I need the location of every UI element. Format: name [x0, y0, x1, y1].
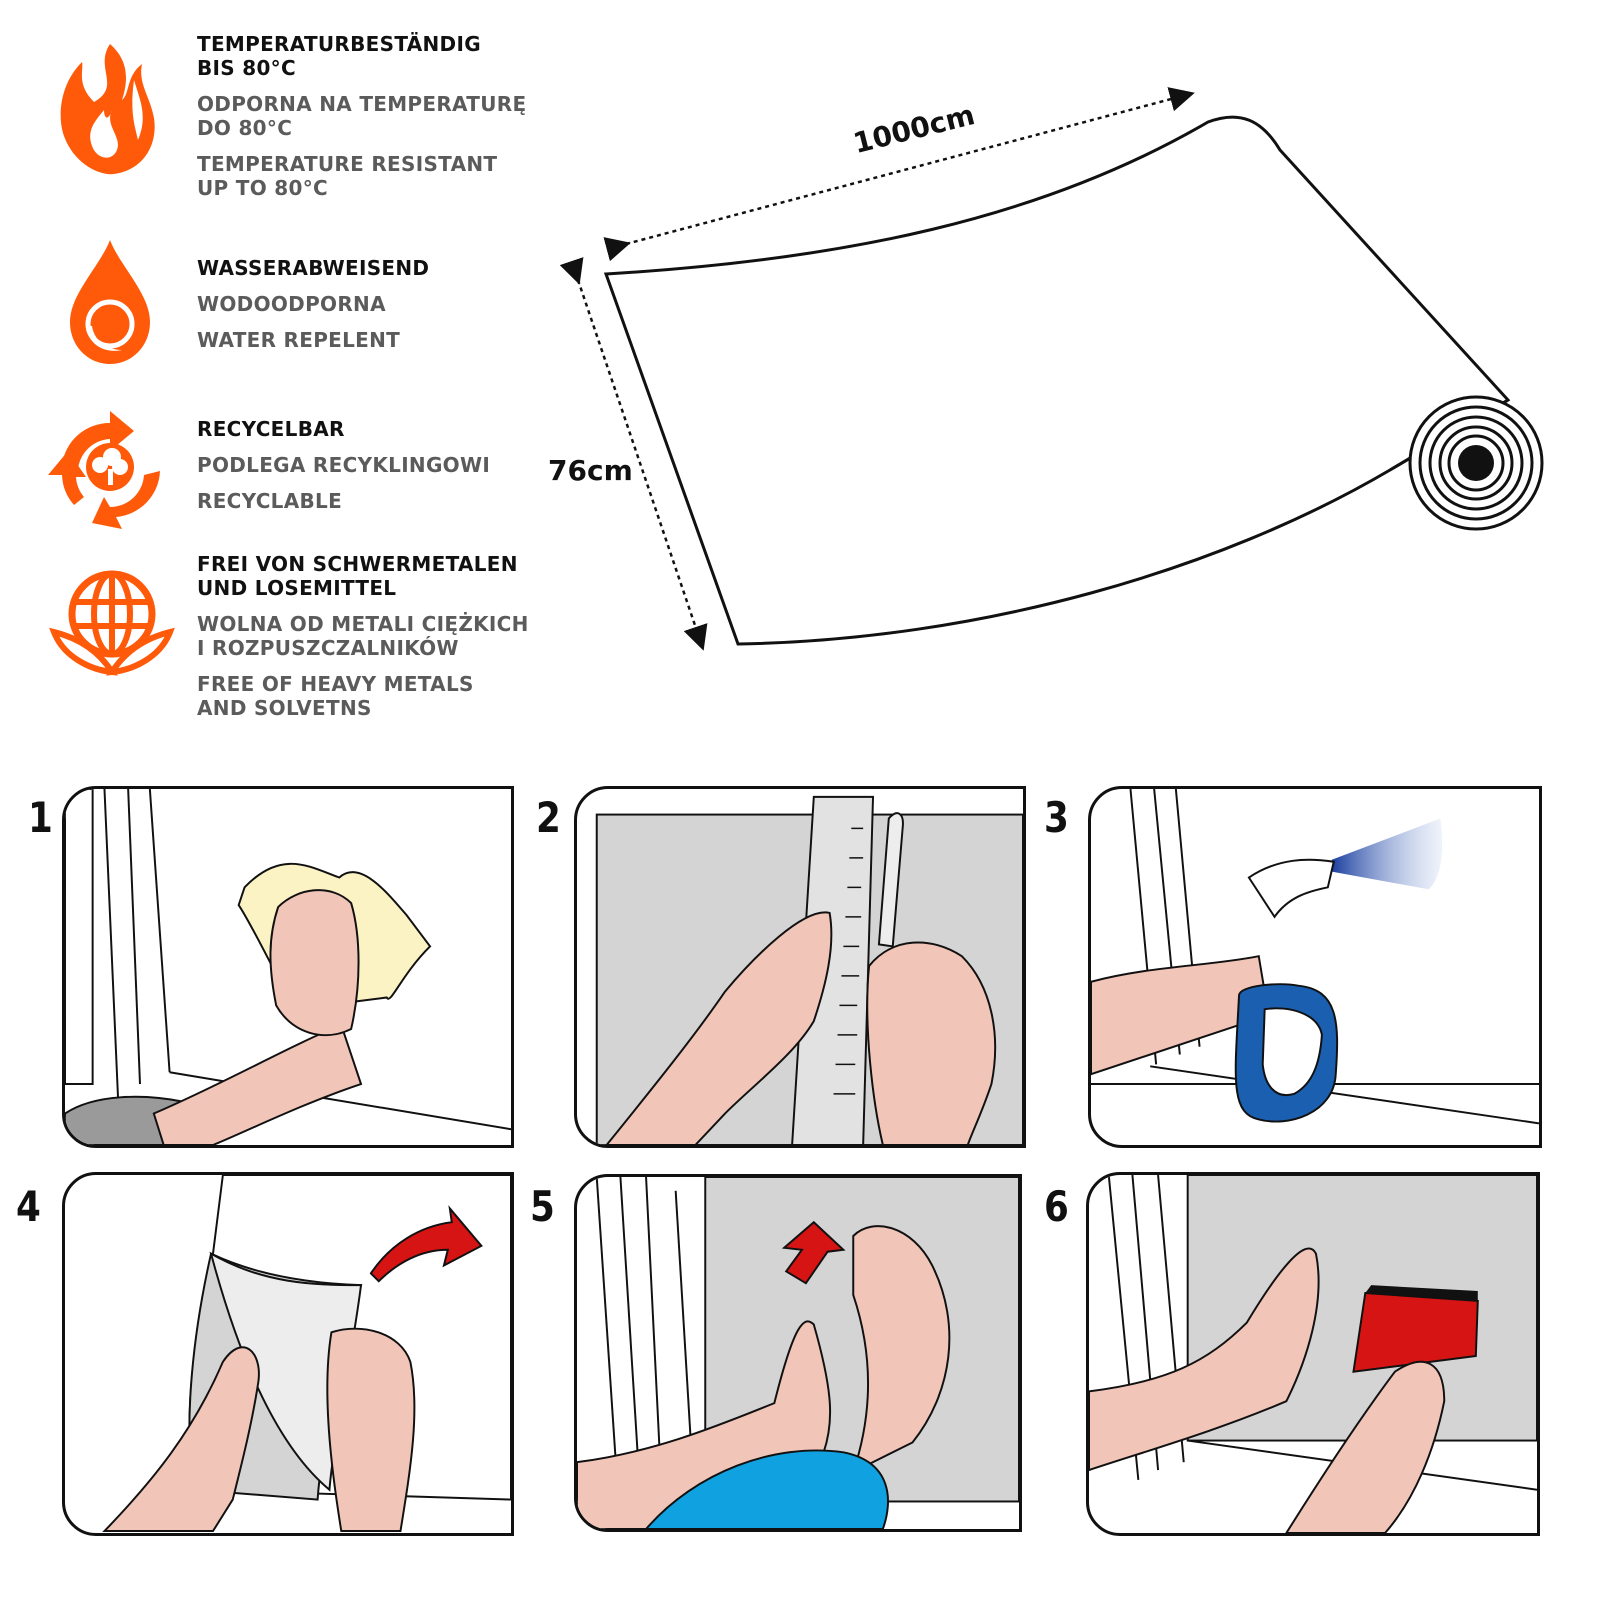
feature-title-de: WASSERABWEISEND: [197, 256, 430, 280]
globe-leaves-icon: [34, 562, 184, 692]
step-panel-wipe: [62, 786, 514, 1148]
step-panel-spray: [1088, 786, 1542, 1148]
step-number: 3: [1044, 793, 1069, 842]
feature-temperature: TEMPERATURBESTÄNDIG BIS 80°C ODPORNA NA …: [0, 30, 560, 220]
recycle-tree-icon: [34, 405, 184, 535]
feature-title-en: FREE OF HEAVY METALS AND SOLVETNS: [197, 672, 474, 720]
step-panel-squeegee: [1086, 1172, 1540, 1536]
feature-title-de: FREI VON SCHWERMETALEN UND LOSEMITTEL: [197, 552, 518, 600]
feature-title-pl: WOLNA OD METALI CIĘŻKICH I ROZPUSZCZALNI…: [197, 612, 529, 660]
step-number: 5: [530, 1182, 555, 1231]
step-panel-peel: [62, 1172, 514, 1536]
wipe-window-scene: [65, 789, 511, 1145]
squeegee-scene: [1089, 1175, 1537, 1533]
roll-coil: [1408, 395, 1544, 531]
feature-title-de: TEMPERATURBESTÄNDIG BIS 80°C: [197, 32, 481, 80]
feature-title-pl: PODLEGA RECYKLINGOWI: [197, 453, 491, 477]
step-number: 6: [1044, 1182, 1069, 1231]
step-number: 4: [16, 1182, 41, 1231]
step-number: 1: [28, 793, 53, 842]
feature-title-pl: WODOODPORNA: [197, 292, 386, 316]
water-drop-icon: [34, 238, 184, 368]
apply-film-scene: [577, 1177, 1019, 1529]
feature-title-de: RECYCELBAR: [197, 417, 345, 441]
step-number: 2: [536, 793, 561, 842]
film-roll-drawing: [559, 87, 1544, 651]
cut-film-scene: [595, 795, 1023, 1145]
peel-backing-scene: [102, 1175, 511, 1533]
width-label: 76cm: [548, 454, 633, 487]
feature-title-en: TEMPERATURE RESISTANT UP TO 80°C: [197, 152, 498, 200]
feature-title-pl: ODPORNA NA TEMPERATURĘ DO 80°C: [197, 92, 527, 140]
feature-recyclable: RECYCELBAR PODLEGA RECYKLINGOWI RECYCLAB…: [0, 405, 560, 535]
flame-icon: [34, 40, 184, 180]
step-panel-cut: [574, 786, 1026, 1148]
width-dimension-arrow: [559, 257, 708, 651]
spray-water-scene: [1091, 789, 1539, 1125]
step-panel-apply: [574, 1174, 1022, 1532]
feature-free-of-heavy-metals: FREI VON SCHWERMETALEN UND LOSEMITTEL WO…: [0, 552, 560, 732]
feature-title-en: WATER REPELENT: [197, 328, 401, 352]
feature-water: WASSERABWEISEND WODOODPORNA WATER REPELE…: [0, 238, 560, 368]
feature-title-en: RECYCLABLE: [197, 489, 343, 513]
film-roll-diagram: 1000cm 76cm: [540, 70, 1600, 690]
length-dimension-arrow: [603, 87, 1195, 262]
